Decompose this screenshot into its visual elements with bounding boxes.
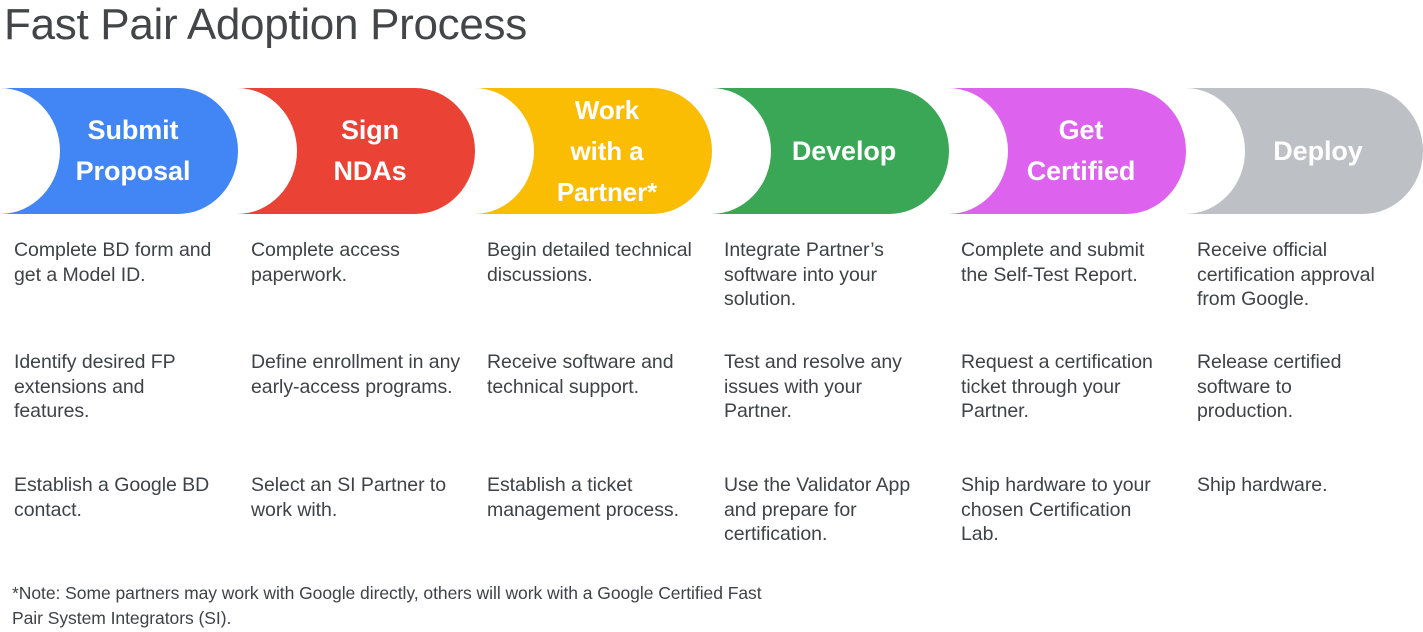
detail-cell-get-certified-1: Complete and submit the Self-Test Report… [961, 239, 1145, 286]
detail-cell-submit-proposal-3: Establish a Google BD contact. [14, 474, 210, 521]
detail-cell-get-certified-2: Request a certification ticket through y… [961, 351, 1153, 422]
detail-cell-deploy-3: Ship hardware. [1197, 474, 1328, 496]
stage-details-grid: Complete BD form and get a Model ID. Com… [0, 238, 1423, 583]
footnote-note: *Note: Some partners may work with Googl… [12, 583, 762, 628]
detail-row-2: Identify desired FP extensions and featu… [0, 350, 1423, 473]
chevron-shape-1 [0, 88, 238, 214]
detail-cell-work-with-a-partner-1: Begin detailed technical discussions. [487, 239, 692, 286]
detail-row-1: Complete BD form and get a Model ID. Com… [0, 238, 1423, 350]
detail-row-3: Establish a Google BD contact. Select an… [0, 473, 1423, 583]
chevron-shape-4 [711, 88, 949, 214]
detail-cell-submit-proposal-1: Complete BD form and get a Model ID. [14, 239, 212, 286]
chevron-shape-5 [948, 88, 1186, 214]
detail-cell-deploy-2: Release certified software to production… [1197, 351, 1342, 422]
detail-cell-deploy-1: Receive official certification approval … [1197, 239, 1375, 310]
stage-banner-submit-proposal[interactable]: Submit Proposal [0, 88, 238, 214]
detail-cell-develop-3: Use the Validator App and prepare for ce… [724, 474, 911, 545]
stage-banner-sign-ndas[interactable]: Sign NDAs [237, 88, 475, 214]
page-title: Fast Pair Adoption Process [4, 0, 527, 49]
detail-cell-sign-ndas-1: Complete access paperwork. [251, 239, 400, 286]
detail-cell-sign-ndas-3: Select an SI Partner to work with. [251, 474, 447, 521]
process-stage-banners: Submit Proposal Sign NDAs Work with a Pa… [0, 88, 1423, 214]
detail-cell-get-certified-3: Ship hardware to your chosen Certificati… [961, 474, 1151, 545]
detail-cell-work-with-a-partner-3: Establish a ticket management process. [487, 474, 679, 521]
detail-cell-sign-ndas-2: Define enrollment in any early-access pr… [251, 351, 461, 398]
chevron-shape-6 [1185, 88, 1423, 214]
chevron-shape-2 [237, 88, 475, 214]
detail-cell-work-with-a-partner-2: Receive software and technical support. [487, 351, 674, 398]
detail-cell-submit-proposal-2: Identify desired FP extensions and featu… [14, 351, 176, 422]
chevron-shape-3 [474, 88, 712, 214]
detail-cell-develop-1: Integrate Partner’s software into your s… [724, 239, 884, 310]
stage-banner-deploy[interactable]: Deploy [1185, 88, 1423, 214]
stage-banner-develop[interactable]: Develop [711, 88, 949, 214]
stage-banner-work-with-a-partner[interactable]: Work with a Partner* [474, 88, 712, 214]
stage-banner-get-certified[interactable]: Get Certified [948, 88, 1186, 214]
detail-cell-develop-2: Test and resolve any issues with your Pa… [724, 351, 902, 422]
